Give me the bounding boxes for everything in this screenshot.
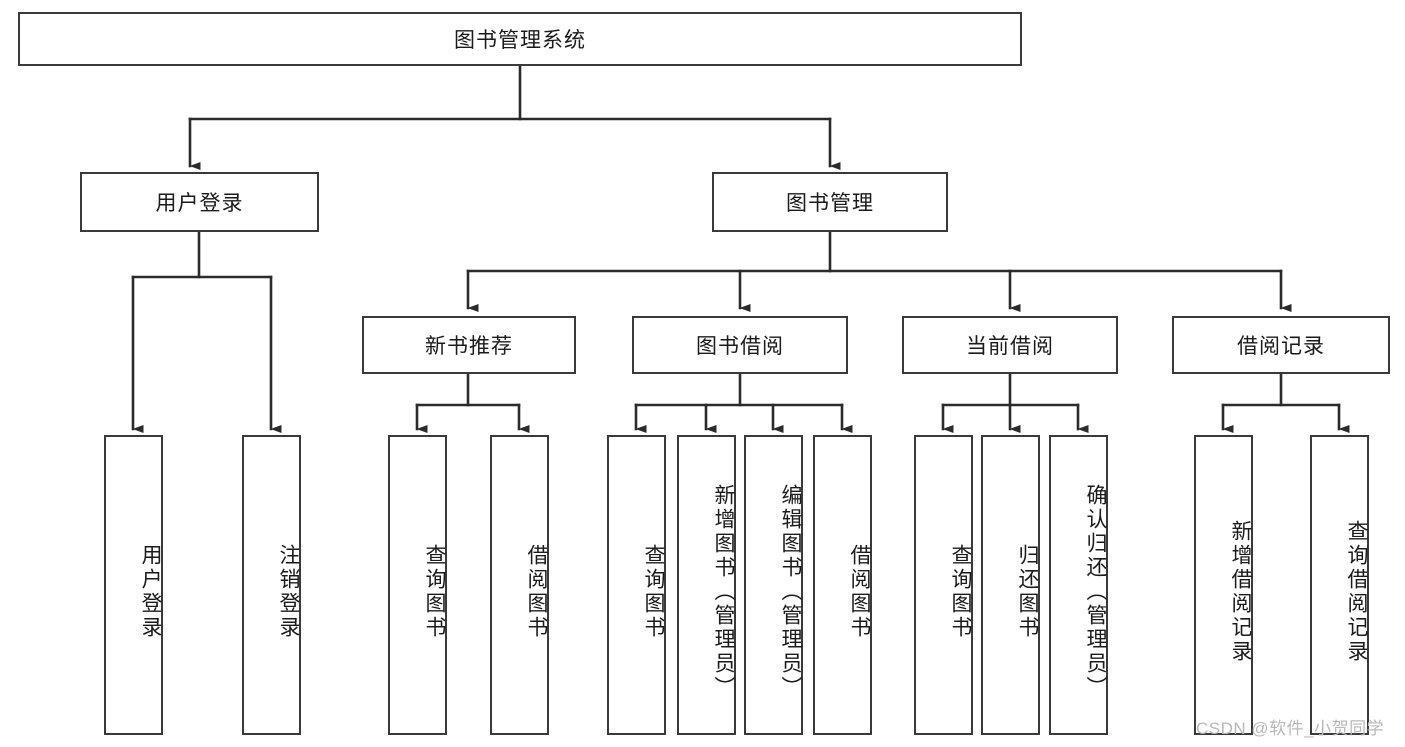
leaf-new-book-query[interactable]: 查询图书 bbox=[388, 435, 447, 735]
node-label: 借阅图书 bbox=[848, 544, 871, 640]
node-book-management[interactable]: 图书管理 bbox=[712, 172, 948, 232]
node-label: 当前借阅 bbox=[966, 335, 1054, 358]
node-label: 用户登录 bbox=[155, 192, 244, 215]
node-label: 查询图书 bbox=[949, 544, 972, 640]
node-label: 归还图书 bbox=[1016, 544, 1039, 640]
node-label: 新书推荐 bbox=[425, 335, 513, 358]
leaf-book-borrow-query[interactable]: 查询图书 bbox=[607, 435, 666, 735]
node-user-login[interactable]: 用户登录 bbox=[80, 172, 319, 232]
node-root-system[interactable]: 图书管理系统 bbox=[18, 12, 1022, 66]
leaf-user-login-login[interactable]: 用户登录 bbox=[104, 435, 163, 735]
node-label: 用户登录 bbox=[139, 544, 162, 640]
node-label: 借阅记录 bbox=[1237, 335, 1325, 358]
node-current-borrow[interactable]: 当前借阅 bbox=[902, 316, 1118, 374]
leaf-current-borrow-confirm-return[interactable]: 确认归还（管理员） bbox=[1049, 435, 1108, 735]
node-label: 借阅图书 bbox=[525, 544, 548, 640]
leaf-borrow-record-add[interactable]: 新增借阅记录 bbox=[1194, 435, 1253, 735]
node-new-book-recommend[interactable]: 新书推荐 bbox=[362, 316, 576, 374]
node-borrow-record[interactable]: 借阅记录 bbox=[1172, 316, 1390, 374]
node-book-borrow[interactable]: 图书借阅 bbox=[632, 316, 848, 374]
leaf-book-borrow-borrow[interactable]: 借阅图书 bbox=[813, 435, 872, 735]
csdn-watermark: CSDN @软件_小贺同学 bbox=[1196, 719, 1385, 738]
leaf-new-book-borrow[interactable]: 借阅图书 bbox=[490, 435, 549, 735]
node-label: 新增借阅记录 bbox=[1229, 520, 1252, 664]
leaf-user-login-logout[interactable]: 注销登录 bbox=[242, 435, 301, 735]
node-label: 确认归还（管理员） bbox=[1084, 484, 1107, 700]
node-label: 编辑图书（管理员） bbox=[779, 484, 802, 700]
leaf-current-borrow-return[interactable]: 归还图书 bbox=[981, 435, 1040, 735]
node-label: 新增图书（管理员） bbox=[712, 484, 735, 700]
leaf-book-borrow-edit[interactable]: 编辑图书（管理员） bbox=[744, 435, 803, 735]
leaf-book-borrow-add[interactable]: 新增图书（管理员） bbox=[677, 435, 736, 735]
node-label: 查询借阅记录 bbox=[1345, 520, 1368, 664]
leaf-current-borrow-query[interactable]: 查询图书 bbox=[914, 435, 973, 735]
node-label: 查询图书 bbox=[642, 544, 665, 640]
node-label: 注销登录 bbox=[277, 544, 300, 640]
node-label: 图书管理 bbox=[786, 192, 874, 215]
leaf-borrow-record-query[interactable]: 查询借阅记录 bbox=[1310, 435, 1369, 735]
node-label: 查询图书 bbox=[423, 544, 446, 640]
node-label: 图书借阅 bbox=[696, 335, 784, 358]
node-label: 图书管理系统 bbox=[454, 29, 586, 52]
